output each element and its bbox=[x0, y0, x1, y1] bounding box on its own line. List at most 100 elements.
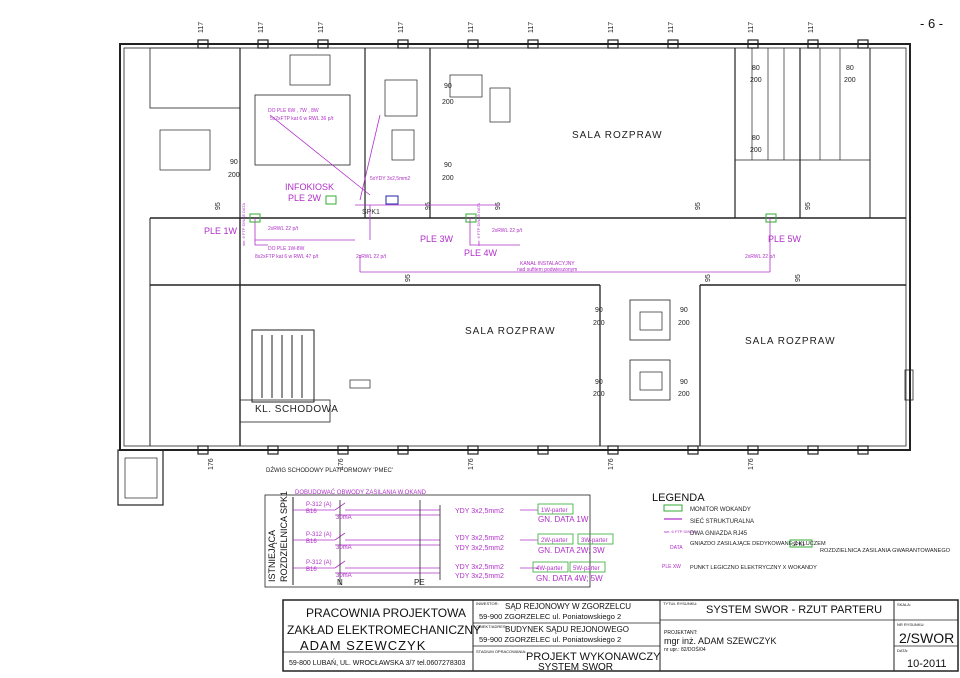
dim-corr-f: 95 bbox=[405, 274, 412, 282]
breaker-1: P-312 (A) B16 30mA bbox=[306, 502, 352, 521]
rwl22-a: 2xRWL 22 p/t bbox=[268, 226, 299, 232]
dim-open-d2: 200 bbox=[593, 320, 605, 327]
legend-item-rj45: DWA GNIAZDA RJ45 bbox=[690, 531, 748, 537]
schematic: DOBUDOWAĆ OBWODY ZASILANIA W.OKAND ISTNI… bbox=[264, 489, 614, 588]
dim-wc-a2: 200 bbox=[750, 77, 762, 84]
drawing-date: 10-2011 bbox=[907, 658, 947, 670]
dim-open-e2: 200 bbox=[678, 320, 690, 327]
dim-open-b2: 200 bbox=[442, 175, 454, 182]
dim-open-d: 90 bbox=[595, 307, 603, 314]
room-stairs: KL. SCHODOWA bbox=[255, 404, 338, 415]
label-text: P-312 (A) bbox=[306, 502, 332, 508]
label-text: 30mA bbox=[336, 515, 352, 521]
firm-name-3: ADAM SZEWCZYK bbox=[300, 638, 426, 653]
label-text: 30mA bbox=[336, 573, 352, 579]
investor-1: SĄD REJONOWY W ZGORZELCU bbox=[505, 602, 631, 611]
socket-1w: GN. DATA 1W bbox=[538, 515, 589, 524]
scale-label: SKALA: bbox=[897, 602, 911, 607]
dim-top-d: 117 bbox=[398, 22, 405, 33]
install-labels: PLE 1W PLE 2W PLE 3W PLE 4W PLE 5W INFOK… bbox=[204, 108, 802, 273]
socket-tag-2: ser. 6 FTP DIN/45 DATA bbox=[476, 203, 481, 246]
walls bbox=[117, 39, 914, 506]
dim-wc-b2: 200 bbox=[844, 77, 856, 84]
label-text: 30mA bbox=[336, 545, 352, 551]
dim-top-e: 117 bbox=[468, 22, 475, 33]
dim-open-g: 90 bbox=[680, 379, 688, 386]
legend-ple-small: PLE XW bbox=[662, 564, 681, 570]
object-1: BUDYNEK SĄDU REJONOWEGO bbox=[505, 625, 629, 634]
rwl22-c: 2xRWL 22 p/t bbox=[492, 228, 523, 234]
legend-item-power: GNIAZDO ZASILAJĄCE DEDYKOWANE Z KLUCZEM bbox=[690, 541, 826, 547]
page-number: - 6 - bbox=[920, 16, 943, 31]
dim-open-e: 90 bbox=[680, 307, 688, 314]
dim-bot-a: 176 bbox=[208, 458, 215, 470]
dim-open-c: 90 bbox=[230, 159, 238, 166]
stage-1: PROJEKT WYKONAWCZY bbox=[526, 651, 661, 663]
target-4w: 4W-parter bbox=[536, 566, 563, 572]
dim-wc-c: 80 bbox=[752, 135, 760, 142]
dim-corr-a: 95 bbox=[215, 202, 222, 210]
legend-item-network: SIEĆ STRUKTURALNA bbox=[690, 518, 754, 525]
dim-wc-a: 80 bbox=[752, 65, 760, 72]
spk1-tag: SPK1 bbox=[362, 209, 380, 216]
dim-bot-e: 176 bbox=[748, 458, 755, 470]
dim-top-g: 117 bbox=[608, 22, 615, 33]
circuit-3-cable: YDY 3x2,5mm2 bbox=[455, 564, 504, 571]
target-2w: 2W-parter bbox=[541, 538, 568, 544]
label-text: P-312 (A) bbox=[306, 560, 332, 566]
title-block bbox=[282, 599, 959, 672]
dim-top-i: 117 bbox=[748, 22, 755, 33]
room-sala-mid-right: SALA ROZPRAW bbox=[745, 336, 836, 347]
dim-wc-c2: 200 bbox=[750, 147, 762, 154]
legend-spk-key: SPK1 bbox=[792, 542, 805, 548]
legend-item-ple: PUNKT LEGICZNO ELEKTRYCZNY X WOKANDY bbox=[690, 565, 817, 571]
kanal-1: KANAŁ INSTALACYJNY bbox=[520, 261, 575, 267]
schematic-title: DOBUDOWAĆ OBWODY ZASILANIA W.OKAND bbox=[295, 489, 427, 496]
dim-corr-e: 95 bbox=[805, 202, 812, 210]
dim-corr-b: 95 bbox=[425, 202, 432, 210]
cable-ple6: DO PLE 6W , 7W , 8W bbox=[268, 108, 319, 114]
target-5w: 5W-parter bbox=[573, 566, 600, 572]
title-block-text: PRACOWNIA PROJEKTOWA ZAKŁAD ELEKTROMECHA… bbox=[287, 601, 954, 673]
schematic-rotated-1: ISTNIEJĄCA bbox=[267, 530, 277, 582]
cable-5ydy: 5xYDY 3x2,5mm2 bbox=[370, 176, 410, 182]
ple3-label: PLE 3W bbox=[420, 234, 454, 244]
rwl22-b: 2xRWL 22 p/t bbox=[356, 254, 387, 260]
dim-bot-c: 176 bbox=[468, 458, 475, 470]
firm-address: 59-800 LUBAŃ, UL. WROCŁAWSKA 3/7 tel.060… bbox=[289, 658, 465, 667]
schematic-rotated-2: ROZDZIELNICA SPK1 bbox=[279, 491, 289, 582]
designer-label: PROJEKTANT: bbox=[664, 630, 698, 636]
circuit-1-cable: YDY 3x2,5mm2 bbox=[455, 508, 504, 515]
breaker-3: P-312 (A) B16 30mA bbox=[306, 560, 352, 579]
cable-ple1: DO PLE 1W-8W bbox=[268, 246, 305, 252]
room-lift: DŹWIG SCHODOWY PLATFORMOWY 'PMEC' bbox=[266, 467, 393, 474]
stage-2: SYSTEM SWOR bbox=[538, 662, 613, 673]
cable-ple1b: 8x2xFTP kat 6 w RWL 47 p/t bbox=[255, 254, 319, 260]
dim-wc-b: 80 bbox=[846, 65, 854, 72]
dim-open-f2: 200 bbox=[593, 391, 605, 398]
dim-corr-h: 95 bbox=[795, 274, 802, 282]
dim-open-a2: 200 bbox=[442, 99, 454, 106]
dim-top-j: 117 bbox=[808, 22, 815, 33]
dim-top-b: 117 bbox=[258, 22, 265, 33]
window-dimensions: 117 117 117 117 117 117 117 117 117 117 … bbox=[198, 22, 856, 470]
n-label: N bbox=[337, 578, 343, 587]
ple5-label: PLE 5W bbox=[768, 234, 802, 244]
legend-data-small: DATA bbox=[670, 545, 683, 551]
drawing-number: 2/SWOR bbox=[899, 630, 954, 646]
firm-name-2: ZAKŁAD ELEKTROMECHANICZNY bbox=[287, 623, 481, 637]
investor-2: 59-900 ZGORZELEC ul. Poniatowskiego 2 bbox=[479, 612, 621, 621]
dim-corr-d: 95 bbox=[695, 202, 702, 210]
stage-label: STADIUM OPRACOWANIA: bbox=[476, 649, 526, 654]
label-text: B16 bbox=[306, 539, 317, 545]
socket-4w5w: GN. DATA 4W; 5W bbox=[536, 574, 603, 583]
pe-label: PE bbox=[414, 578, 425, 587]
room-sala-top: SALA ROZPRAW bbox=[572, 130, 663, 141]
installation-routes bbox=[254, 114, 771, 273]
circuit-2-cable-b: YDY 3x2,5mm2 bbox=[455, 545, 504, 552]
target-3w: 3W-parter bbox=[581, 538, 608, 544]
ple4-label: PLE 4W bbox=[464, 248, 498, 258]
room-sala-mid-left: SALA ROZPRAW bbox=[465, 326, 556, 337]
